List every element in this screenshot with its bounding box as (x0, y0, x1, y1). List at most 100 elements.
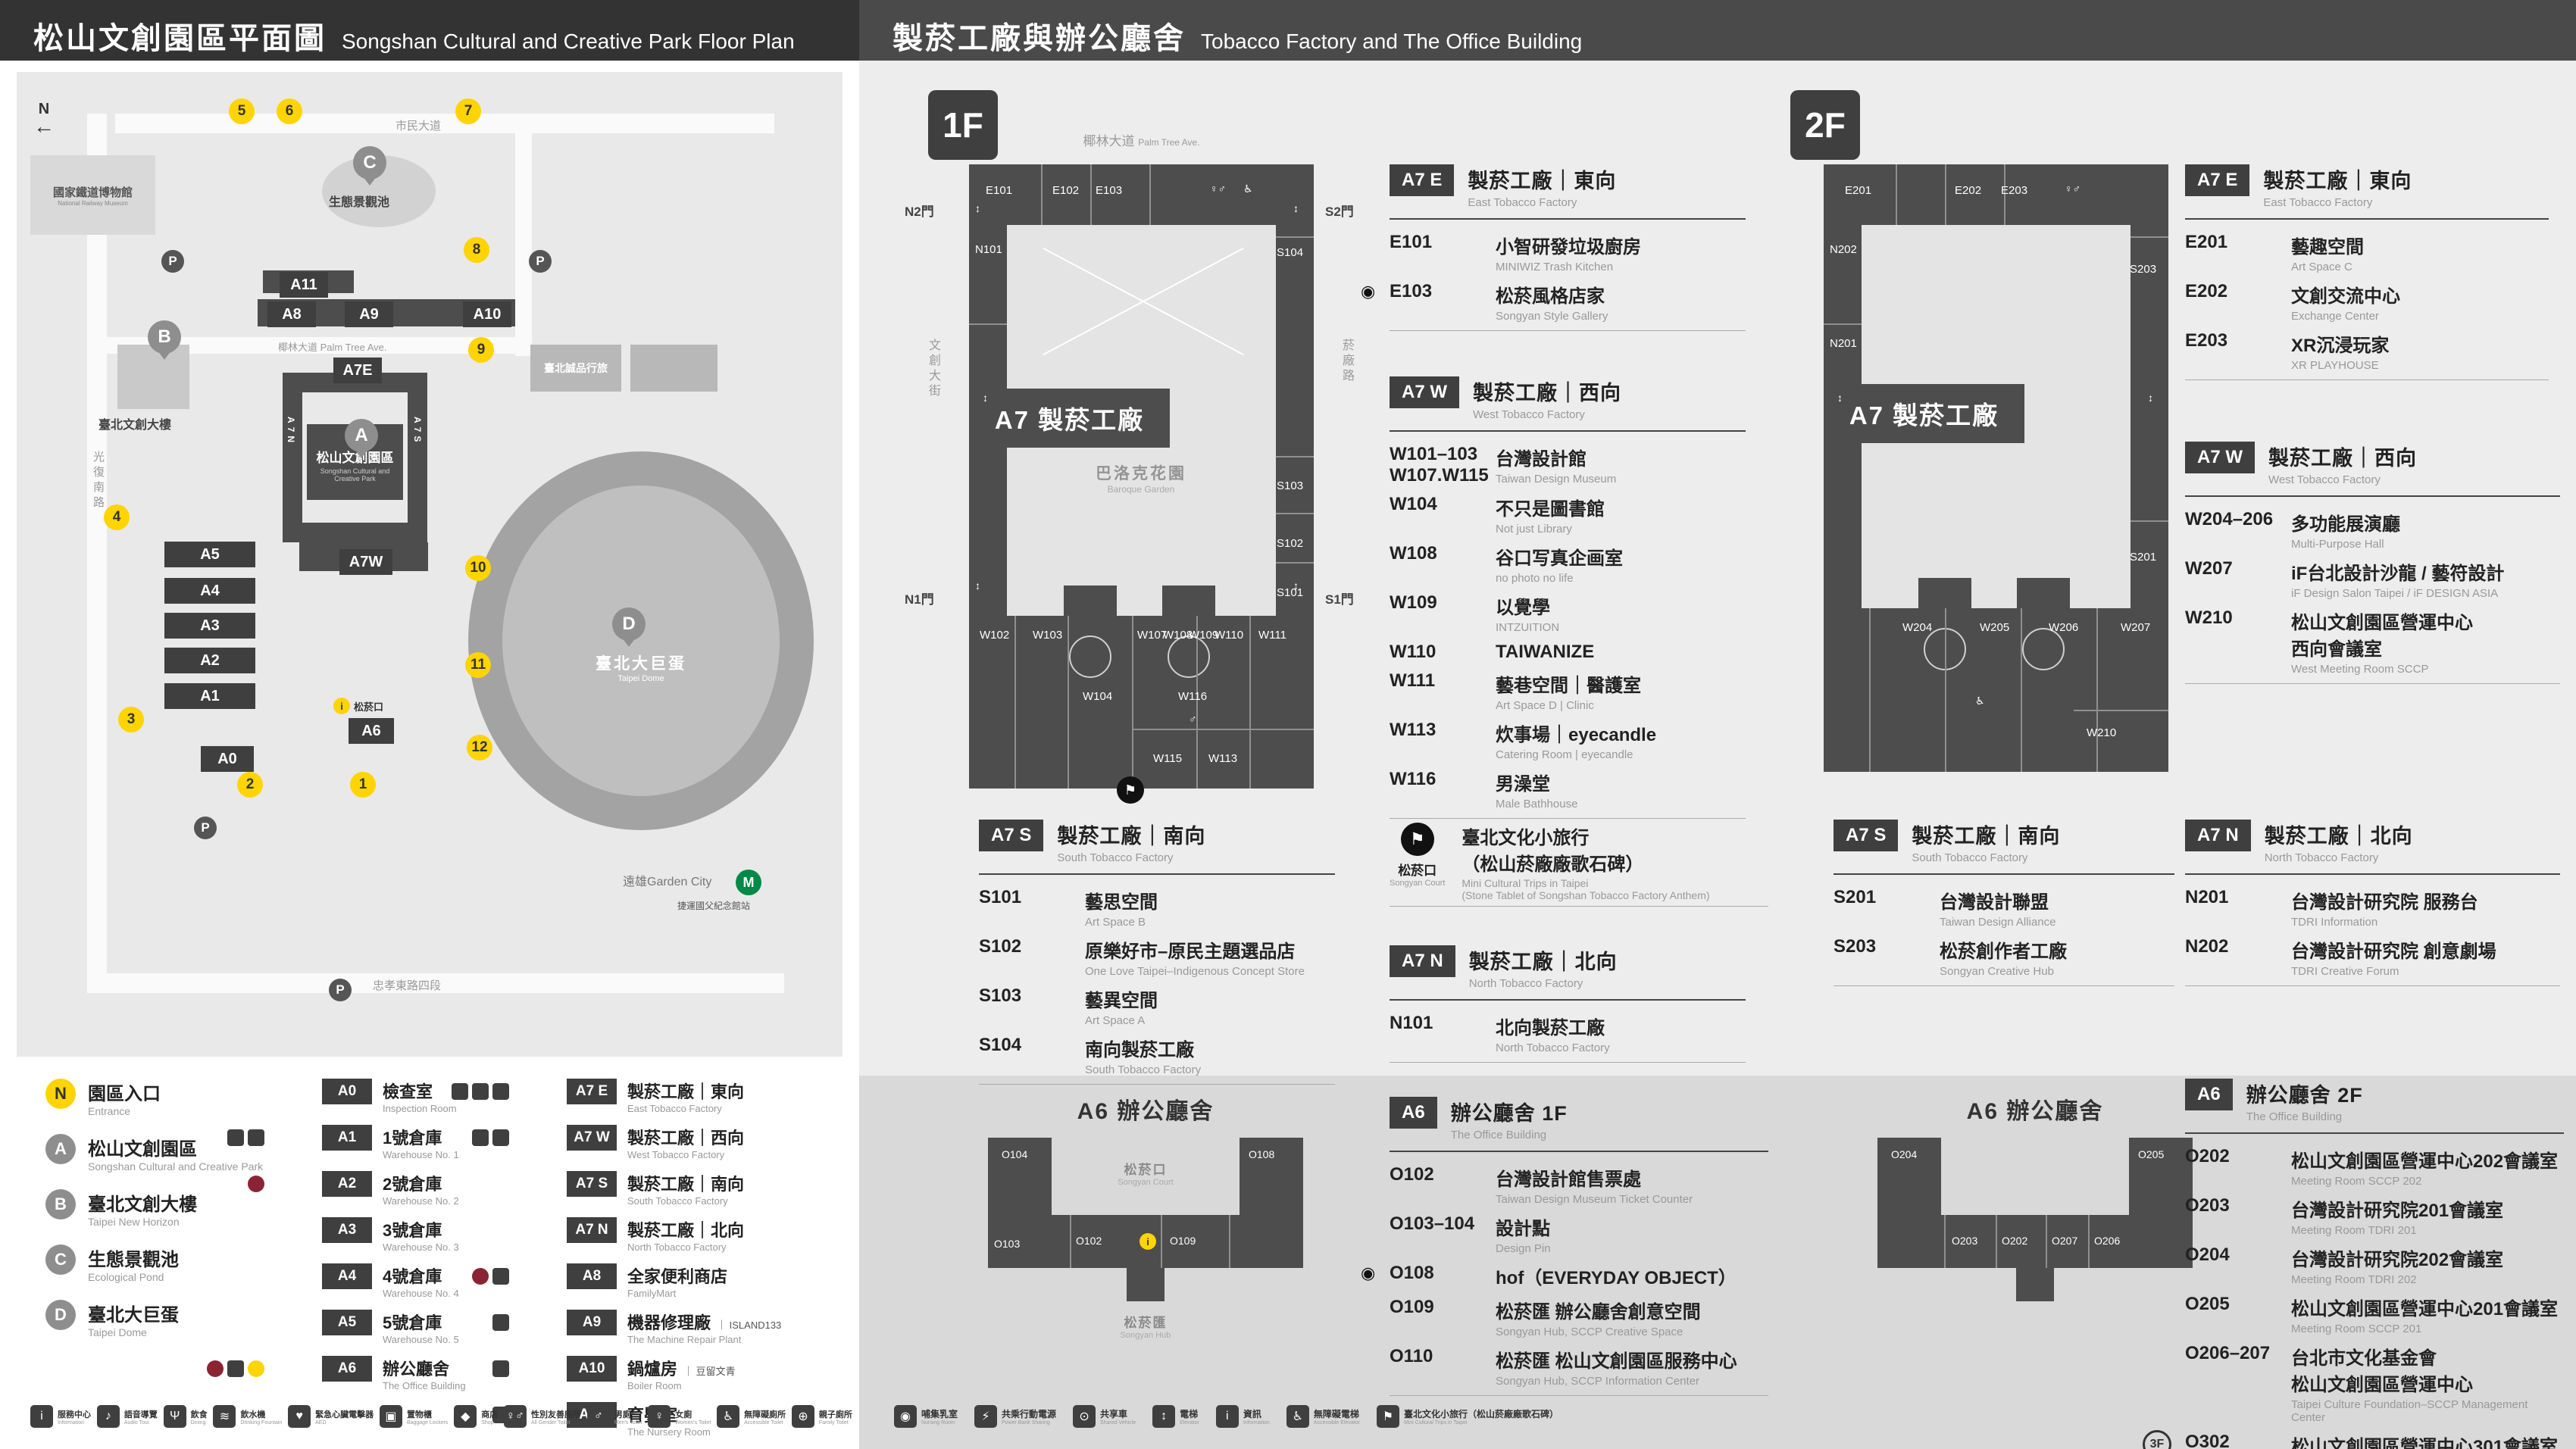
eslite-hotel-block: 臺北誠品行旅 (530, 345, 621, 392)
room-divider (2021, 608, 2022, 772)
section-a7w-2f: A7 W 製菸工廠｜西向 West Tobacco Factory W204–2… (2185, 442, 2560, 684)
legend-marker-row: A 松山文創園區 Songshan Cultural and Creative … (45, 1134, 303, 1173)
tobacco-factory-plan-2f: A7 製菸工廠 E201 E202 E203 N202 N201 S203 S2… (1824, 164, 2168, 772)
amenity-icon (492, 1083, 509, 1100)
room-name: 松山文創園區營運中心301會議室Meeting Room SCCP 301 (2291, 1437, 2559, 1449)
map-building-badge: A6 (349, 718, 394, 744)
entrance-marker: 6 (277, 98, 302, 124)
amenity-text: 無障礙廁所 Accessible Toilet (744, 1408, 786, 1426)
room-label: O207 (2052, 1235, 2078, 1247)
section-subtitle: West Tobacco Factory (1473, 408, 1585, 421)
room-code: E201 (2185, 232, 2228, 252)
legend-marker-row: D 臺北大巨蛋 Taipei Dome (45, 1300, 303, 1338)
mrt-station-label: 捷運國父紀念館站 (677, 901, 751, 911)
building-band (1824, 164, 2168, 225)
cultural-blvd-label: 文創大街 (927, 339, 939, 399)
room-divider (1196, 616, 1198, 789)
amenity-item: Ψ 飲食 Dining (163, 1405, 208, 1428)
section-header: A6 辦公廳舍 1F The Office Building (1390, 1097, 1768, 1141)
amenity-icon (452, 1083, 468, 1100)
legend-marker-en: Entrance (88, 1105, 131, 1117)
room-divider (2131, 520, 2168, 522)
room-code: O206–207 (2185, 1343, 2271, 1363)
amenity-icon (492, 1314, 509, 1331)
amenity-text: 電梯 Elevator (1180, 1407, 1199, 1426)
amenity-zh: 無障礙廁所 (744, 1410, 786, 1419)
railway-museum-block: 國家鐵道博物館 National Railway Museum (30, 155, 155, 235)
room-label: O202 (2002, 1235, 2028, 1247)
amenity-icon: ♀ (648, 1405, 671, 1428)
amenity-icon (248, 1176, 264, 1192)
entrance-marker: 12 (467, 735, 492, 760)
room-label: W206 (2049, 621, 2079, 634)
facility-icon: ↕ (2148, 392, 2153, 404)
room-code: W108 (1390, 543, 1437, 564)
a6-plan-title: A6 辦公廳舍 (1077, 1099, 1215, 1124)
facility-icon: ↕ (975, 202, 980, 214)
directory-row: 3F O302 松山文創園區營運中心301會議室Meeting Room SCC… (2143, 1430, 2564, 1449)
room-code: S104 (979, 1035, 1022, 1055)
room-code: N202 (2185, 936, 2229, 957)
amenity-icon: ♀♂ (504, 1405, 527, 1428)
amenity-icon (492, 1360, 509, 1377)
bath-dome (1069, 635, 1111, 678)
new-horizon-label: 臺北文創大樓 (98, 419, 172, 432)
amenity-icon: ⊙ (1073, 1405, 1096, 1428)
songyan-title-en2: (Stone Tablet of Songshan Tobacco Factor… (1462, 889, 1710, 901)
section-subtitle: North Tobacco Factory (2264, 851, 2379, 864)
legend-a0-a6: A0 檢查室 Inspection Room A1 1號倉庫 Warehouse… (207, 1079, 466, 1402)
legend-en: Boiler Room (627, 1380, 682, 1391)
parking-icon: P (194, 817, 217, 839)
room-label: S201 (2130, 551, 2157, 564)
building-stem (1127, 1268, 1165, 1301)
legend-marker-row: C 生態景觀池 Ecological Pond (45, 1244, 303, 1283)
amenity-icon: ♿ (717, 1405, 740, 1428)
park-name-en: Songshan Cultural and Creative Park (320, 467, 390, 482)
legend-row: A7 S 製菸工廠｜南向 South Tobacco Factory (567, 1171, 781, 1207)
facility-icon: ↕ (1837, 392, 1843, 404)
legend-marker-zh: 臺北文創大樓 (88, 1194, 197, 1215)
legend-zh: 全家便利商店 (627, 1267, 728, 1286)
a7s-wing-label: A7S (412, 417, 423, 446)
building-band (1276, 225, 1314, 616)
amenity-text: 無障礙電梯 Accessible Elevator (1314, 1407, 1360, 1426)
door-label: S2門 (1325, 205, 1354, 219)
legend-marker-row: N 園區入口 Entrance (45, 1079, 303, 1117)
amenity-en: Shop (481, 1419, 494, 1426)
section-a6-1f: A6 辦公廳舍 1F The Office Building O102 台灣設計… (1361, 1097, 1768, 1396)
section-header: A7 E 製菸工廠｜東向 East Tobacco Factory (1390, 164, 1746, 209)
building-code-badge: A2 (322, 1171, 372, 1197)
room-label: E203 (2001, 184, 2028, 197)
room-code: W204–206 (2185, 509, 2274, 529)
amenity-icon-group (492, 1314, 509, 1331)
section-subtitle: The Office Building (1450, 1129, 1547, 1141)
room-label: W111 (1258, 629, 1286, 642)
legend-marker-zh: 松山文創園區 (88, 1139, 197, 1160)
room-label: O108 (1249, 1148, 1275, 1160)
map-building-badge: A8 (267, 301, 316, 327)
room-code: E103 (1390, 281, 1433, 301)
amenity-icon (492, 1268, 509, 1285)
room-label: N201 (1830, 337, 1857, 350)
info-marker: i (333, 698, 350, 714)
bathhouse-block (1064, 586, 1117, 619)
amenity-item: ▣ 置物櫃 Baggage Lockers (379, 1405, 448, 1428)
legend-en: South Tobacco Factory (627, 1195, 728, 1207)
office-building-plan-1f: A6 辦公廳舍 松菸口 Songyan Court 松菸匯 Songyan Hu… (979, 1089, 1312, 1369)
amenity-strip-left: i 服務中心 Information ♪ 語音導覽 Audio Tour Ψ 飲… (30, 1392, 852, 1441)
amenity-en: Drinking Fountain (240, 1419, 283, 1426)
room-label: W116 (1178, 690, 1208, 703)
room-code: O205 (2185, 1294, 2230, 1314)
legend-row: A10 鍋爐房豆留文青 Boiler Room (492, 1356, 781, 1391)
amenity-item: ♀♂ 性別友善廁所 All Gender Toilet (504, 1405, 581, 1428)
amenity-zh: 男廁 (614, 1410, 631, 1419)
facility-icon: ↕ (1293, 579, 1299, 592)
